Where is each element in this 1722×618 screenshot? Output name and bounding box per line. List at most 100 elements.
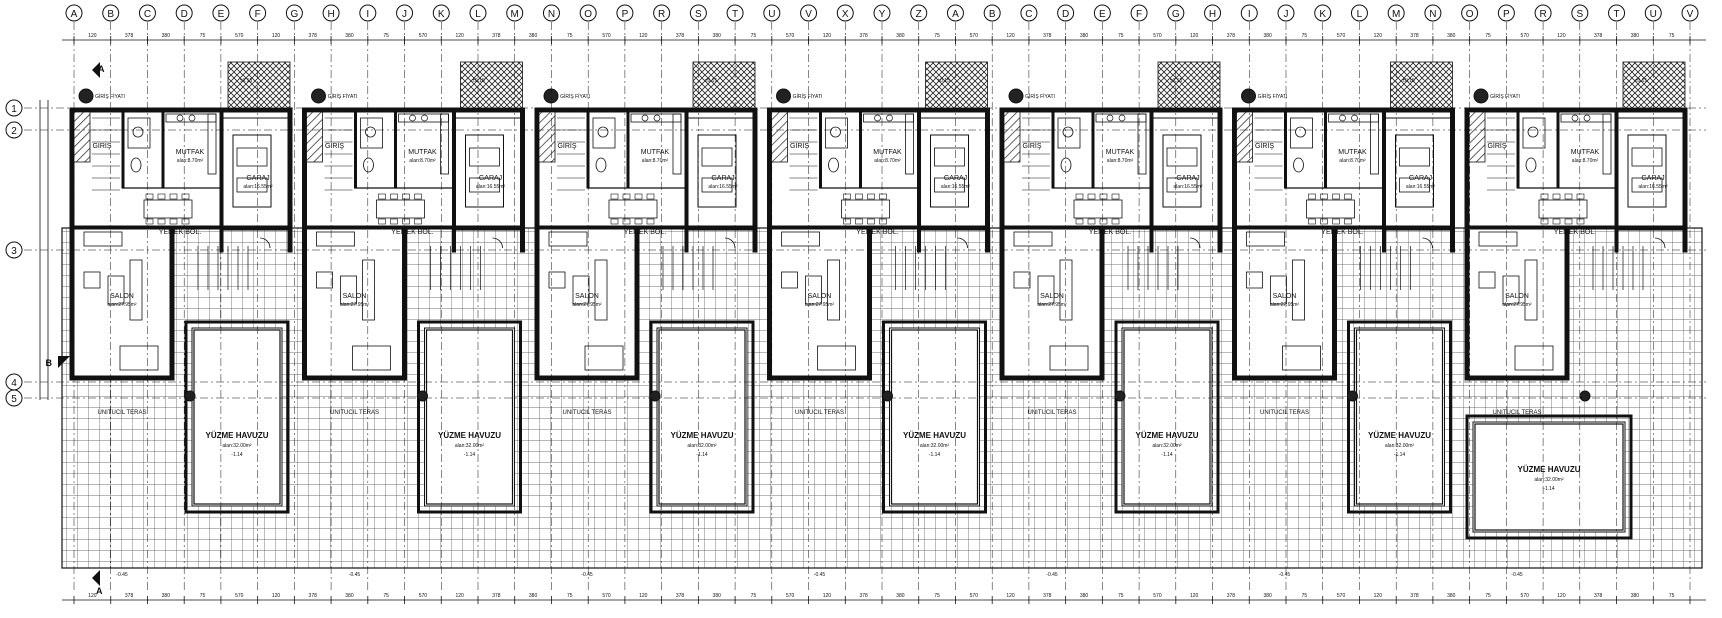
hob — [188, 114, 196, 122]
grid-bubble — [1497, 4, 1515, 22]
dimension-value: 570 — [419, 593, 428, 599]
dimension-value: 570 — [1153, 33, 1162, 39]
pool-fill — [656, 327, 748, 507]
room-area-living: alan:27.95m² — [805, 302, 835, 308]
roof-hatch — [692, 61, 756, 109]
dimension-value: 120 — [823, 33, 832, 39]
grid-label: S — [1576, 9, 1583, 20]
bench — [1013, 231, 1053, 247]
hob — [874, 114, 881, 122]
toilet — [1060, 157, 1072, 173]
basin — [132, 126, 144, 138]
dimension-value: 380 — [1447, 593, 1456, 599]
room-label-kitchen: MUTFAK — [1571, 149, 1600, 156]
entry-marker — [776, 88, 791, 104]
dimension-value: 120 — [455, 33, 464, 39]
dimension-value: 378 — [309, 33, 318, 39]
dimension-value: 570 — [1153, 593, 1162, 599]
pool-edge — [1474, 423, 1624, 531]
car-windshield — [1166, 147, 1198, 167]
garage-fill — [1614, 117, 1686, 231]
chair — [157, 193, 166, 200]
garage-door-swing — [492, 237, 503, 249]
chair — [414, 193, 422, 200]
grid-label: R — [1539, 9, 1546, 20]
grid-bubble — [175, 4, 193, 22]
garage-fill — [1382, 117, 1453, 231]
room-area-living: alan:27.95m² — [340, 302, 370, 308]
stair-hatch — [771, 111, 788, 163]
grid-bubble — [579, 4, 597, 22]
grid-bubble — [285, 4, 303, 22]
basin — [830, 126, 841, 138]
garage-wall-right — [287, 107, 293, 253]
dimension-value: 380 — [345, 593, 354, 599]
chair — [1111, 218, 1120, 225]
car-windshield — [701, 147, 733, 167]
chair — [414, 218, 422, 225]
room-label-pool: YÜZME HAVUZU — [206, 431, 269, 440]
grid-label: 3 — [11, 246, 17, 257]
grid-bubble — [542, 4, 560, 22]
room-label-terrace: UNITUCIL TERAS — [1260, 410, 1309, 416]
exterior-wall-bottom — [999, 375, 1105, 381]
partition-wall — [394, 107, 397, 189]
chair — [1344, 218, 1352, 225]
car-outline — [1395, 134, 1434, 208]
grid-bubble — [1571, 4, 1589, 22]
grid-label: N — [548, 9, 555, 20]
grid-bubble — [1240, 4, 1258, 22]
exterior-wall-right-living — [634, 227, 640, 381]
dimension-value: 380 — [1080, 593, 1089, 599]
grid-label: V — [1687, 9, 1694, 20]
room-label-kitchen: MUTFAK — [176, 149, 205, 156]
grid-bubble — [726, 4, 744, 22]
roof-hatch — [1157, 61, 1221, 109]
dimension-value: 570 — [1521, 593, 1530, 599]
coffee-table — [1270, 275, 1287, 305]
exterior-wall-left — [1232, 107, 1237, 381]
chair — [1308, 193, 1316, 200]
exterior-wall-bottom — [767, 375, 872, 381]
grid-bubble — [836, 4, 854, 22]
hob — [1118, 114, 1126, 122]
garage-door-swing — [259, 237, 271, 249]
grid-bubble — [689, 4, 707, 22]
level-mark: -1.14 — [1394, 452, 1406, 458]
partition-wall — [626, 107, 630, 189]
house-upper-fill — [1232, 107, 1383, 229]
chair — [378, 193, 386, 200]
column — [417, 390, 428, 402]
chair — [1576, 193, 1585, 200]
dimension-value: 570 — [419, 33, 428, 39]
room-area-living: alan:27.95m² — [572, 302, 602, 308]
units-layer: GİRİŞMUTFAKalan:8.70m²GARAJalan:16.55m²Y… — [69, 61, 1688, 578]
car-outline — [465, 134, 504, 208]
dimension-value: 378 — [125, 33, 134, 39]
house-upper-fill — [767, 107, 918, 229]
grid-label: N — [1429, 9, 1436, 20]
dimension-value: 378 — [1594, 33, 1603, 39]
grid-label: P — [1503, 9, 1510, 20]
grid-bubble — [1644, 4, 1662, 22]
sofa — [1292, 259, 1305, 321]
room-label-terrace: UNITUCIL TERAS — [330, 410, 379, 416]
roof-hatch — [460, 61, 523, 109]
sofa — [1524, 259, 1538, 321]
room-label-dining: YEMEK BÖL. — [1554, 228, 1596, 236]
dimension-value: 380 — [1631, 33, 1640, 39]
dimension-value: 380 — [713, 593, 722, 599]
villa-unit: GİRİŞMUTFAKalan:8.70m²GARAJalan:16.55m²Y… — [302, 61, 525, 578]
dimension-value: 380 — [345, 33, 354, 39]
coffee-table — [572, 275, 590, 305]
coffee-table — [107, 275, 125, 305]
pool-fill — [424, 327, 515, 507]
grid-bubble — [322, 4, 340, 22]
chair — [378, 218, 386, 225]
basin — [365, 126, 376, 138]
level-mark: -0.45 — [814, 572, 826, 578]
column — [1579, 390, 1591, 402]
partition-wall — [1091, 107, 1095, 189]
floor-wall-mid — [534, 225, 758, 230]
exterior-wall-top — [767, 107, 990, 113]
